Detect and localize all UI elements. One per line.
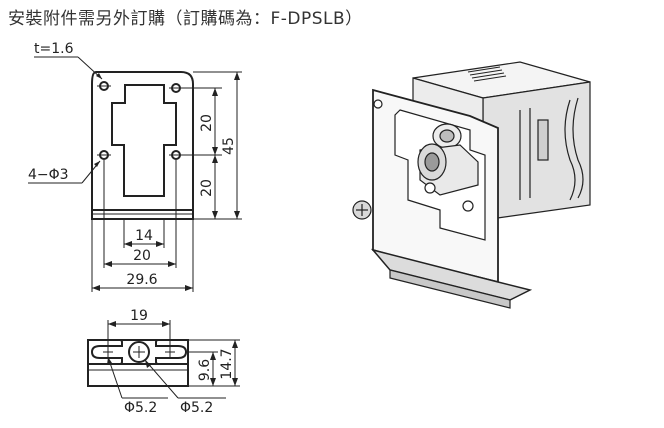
dim-height: 45 bbox=[221, 137, 237, 155]
dim-hole-spacing: 20 bbox=[133, 248, 151, 264]
holes-label: 4−Φ3 bbox=[28, 167, 69, 183]
hole-left-label: Φ5.2 bbox=[124, 400, 157, 416]
dim-inner: 14 bbox=[135, 228, 153, 244]
front-view-drawing bbox=[28, 56, 242, 292]
product-illustration bbox=[352, 61, 591, 309]
dim-hole-pitch-lower: 20 bbox=[199, 179, 215, 197]
page-title: 安裝附件需另外訂購（訂購碼為：F-DPSLB） bbox=[8, 9, 363, 29]
dim-h2: 14.7 bbox=[219, 348, 235, 379]
dim-slot-spacing: 19 bbox=[130, 308, 148, 324]
dim-width: 29.6 bbox=[126, 272, 157, 288]
thickness-label: t=1.6 bbox=[34, 41, 74, 57]
hole-right-label: Φ5.2 bbox=[180, 400, 213, 416]
dim-hole-pitch-upper: 20 bbox=[199, 114, 215, 132]
dim-h1: 9.6 bbox=[197, 359, 213, 381]
bottom-view-drawing bbox=[87, 320, 240, 399]
